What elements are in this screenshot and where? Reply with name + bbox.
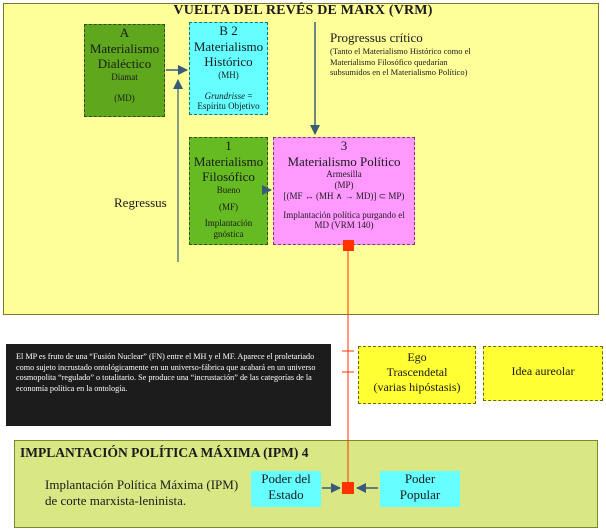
box-ego-trascendental: Ego Trascendetal (varias hipóstasis) [358,346,476,404]
ego-line-3: (varias hipóstasis) [373,380,461,394]
regressus-label: Regressus [114,195,167,210]
box-a-author: Diamat [111,71,138,82]
box-3-formula: [(MF ↔ (MH ∧ → MD)] ⊂ MP) [283,190,405,201]
estado-line-1: Poder del [261,471,311,486]
vrm-title: VUELTA DEL REVÉS DE MARX (VRM) [173,3,433,18]
ego-line-2: Trascendetal [386,365,448,379]
box-a-title-1: Materialismo [89,40,160,56]
box-1-author: Bueno [216,184,241,195]
box-1-title-2: Filosófico [202,169,255,185]
connector-node-top [343,240,354,251]
box-3-title: Materialismo Político [287,153,401,169]
box-a-abbr: (MD) [114,92,135,103]
fusion-nuclear-note: El MP es fruto de una “Fusión Nuclear” (… [6,344,331,426]
popular-line-1: Poder [404,471,436,486]
box-b-note-rest: = [245,90,253,101]
ipm-title: IMPLANTACIÓN POLÍTICA MÁXIMA (IPM) 4 [20,445,309,460]
box-3-note-2: MD (VRM 140) [314,220,374,231]
box-materialismo-historico: B 2 Materialismo Histórico (MH) Grundris… [189,22,268,115]
box-a-letter: A [119,25,130,40]
box-3-author: Armesilla [326,169,362,180]
box-poder-popular: Poder Popular [380,471,460,507]
box-a-title-2: Dialéctico [97,56,152,72]
box-materialismo-politico: 3 Materialismo Político Armesilla (MP) [… [273,137,415,245]
box-idea-aureolar: Idea aureolar [483,346,603,401]
box-1-note-1: Implantación [204,218,253,229]
box-3-abbr: (MP) [334,179,354,190]
box-1-note-2: gnóstica [213,229,244,240]
box-3-note-1: Implantación política purgando el [283,209,405,220]
connector-node-bottom [342,482,354,494]
progressus-note: (Tanto el Materialismo Histórico como el… [330,46,471,78]
box-1-number: 1 [225,138,232,153]
box-b-note-2: Espíritu Objetivo [197,101,260,112]
box-b-abbr: (MH) [218,69,239,80]
ipm-description: Implantación Política Máxima (IPM) de co… [45,477,239,509]
box-1-abbr: (MF) [218,201,238,212]
box-poder-del-estado: Poder del Estado [251,471,321,507]
ego-line-1: Ego [407,350,427,364]
progressus-title: Progressus crítico [330,30,423,45]
estado-line-2: Estado [268,487,304,503]
box-b-title-2: Histórico [204,54,253,70]
box-b-letter: B 2 [219,23,238,38]
box-1-title-1: Materialismo [193,153,264,169]
box-3-number: 3 [340,138,348,153]
box-b-title-1: Materialismo [193,38,264,54]
popular-line-2: Popular [399,487,441,503]
box-b-note-italic: Grundrisse [204,90,246,101]
box-materialismo-dialectico: A Materialismo Dialéctico Diamat (MD) [84,24,165,117]
